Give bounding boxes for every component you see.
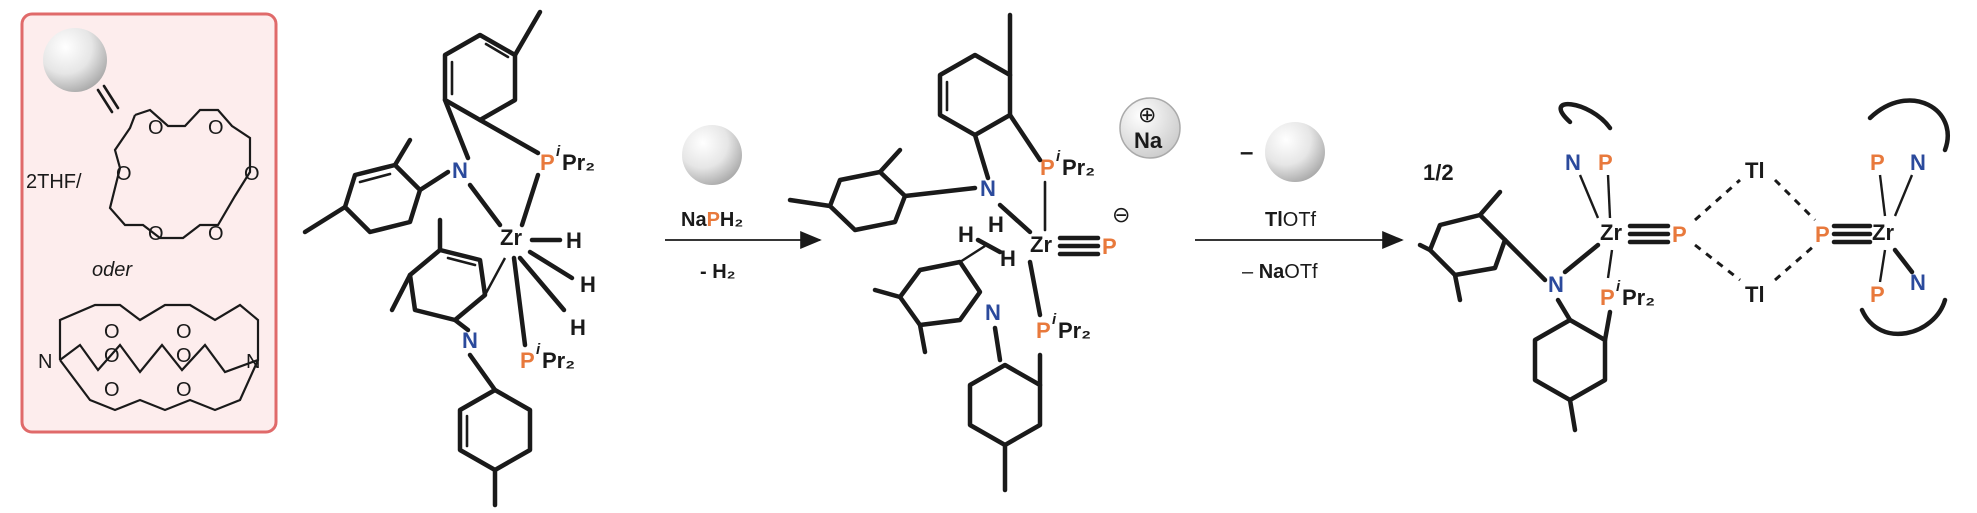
cryptand-222: N N O O O O O O — [38, 303, 260, 412]
phosphorus-atom: P — [1598, 150, 1613, 175]
hydride-atom: H — [570, 315, 586, 340]
nitrogen-atom: N — [462, 328, 478, 353]
phosphorus-atom: P — [520, 348, 535, 373]
crypt-oxygen: O — [176, 321, 192, 343]
zr-phosphide-dimer: 1/2 N P Zr P Tl Tl P Zr P N P N — [1417, 98, 1950, 433]
nitrogen-atom: N — [985, 300, 1001, 325]
reagent-box-frame — [20, 12, 278, 434]
hydride-atom: H — [958, 222, 974, 247]
nitrogen-atom: N — [452, 158, 468, 183]
phosphorus-atom: P — [540, 150, 555, 175]
zirconium-atom: Zr — [1030, 232, 1052, 257]
thallium-atom: Tl — [1745, 158, 1765, 183]
isopropyl-superscript: i — [1052, 311, 1057, 328]
reaction-arrow-1: NaPH₂ - H₂ — [665, 125, 822, 283]
zr-trihydride-complex: N P i Pr₂ Zr H H H N P i Pr₂ — [302, 9, 596, 508]
nitrogen-atom: N — [1910, 270, 1926, 295]
phosphorus-atom: P — [1870, 282, 1885, 307]
nitrogen-atom: N — [980, 176, 996, 201]
minus-charge-icon: ⊖ — [1112, 202, 1130, 227]
zr-phosphide-anion: ⊕ Na N P i Pr₂ Zr P ⊖ H H H N — [787, 12, 1181, 493]
isopropyl-label: Pr₂ — [562, 150, 595, 175]
isopropyl-superscript: i — [536, 341, 541, 358]
phosphorus-atom: P — [1040, 155, 1055, 180]
crypt-oxygen: O — [104, 379, 120, 401]
crown-oxygen: O — [244, 163, 260, 185]
sphere-icon — [1265, 122, 1325, 182]
isopropyl-label: Pr₂ — [1062, 155, 1095, 180]
hydride-atom: H — [1000, 246, 1016, 271]
crown-oxygen: O — [148, 117, 164, 139]
phosphorus-atom: P — [1102, 234, 1117, 259]
crown-ether-18c6: O O O O O O — [108, 108, 260, 245]
thallium-atom: Tl — [1745, 282, 1765, 307]
sodium-label: Na — [1134, 128, 1163, 153]
byproduct-label: – NaOTf — [1242, 261, 1318, 283]
zirconium-atom: Zr — [1600, 220, 1622, 245]
crown-oxygen: O — [208, 223, 224, 245]
zirconium-atom: Zr — [500, 225, 522, 250]
crypt-oxygen: O — [176, 379, 192, 401]
isopropyl-label: Pr₂ — [542, 348, 575, 373]
cryptand-nitrogen: N — [246, 351, 260, 373]
isopropyl-superscript: i — [1056, 148, 1061, 165]
sodium-cation — [1119, 97, 1181, 159]
crown-oxygen: O — [208, 117, 224, 139]
hydride-atom: H — [580, 272, 596, 297]
isopropyl-superscript: i — [556, 143, 561, 160]
crypt-oxygen: O — [176, 345, 192, 367]
isopropyl-label: Pr₂ — [1622, 285, 1655, 310]
phosphorus-atom: P — [1036, 318, 1051, 343]
phosphorus-atom: P — [1672, 222, 1687, 247]
crown-oxygen: O — [148, 223, 164, 245]
cryptand-nitrogen: N — [38, 351, 52, 373]
nitrogen-atom: N — [1565, 150, 1581, 175]
byproduct-label: - H₂ — [700, 261, 736, 283]
solvate-label: 2THF/ — [26, 171, 82, 193]
minus-sign: – — [1240, 139, 1253, 166]
phosphorus-atom: P — [1870, 150, 1885, 175]
nitrogen-atom: N — [1548, 272, 1564, 297]
reagent-label: TlOTf — [1265, 209, 1317, 231]
crypt-oxygen: O — [104, 345, 120, 367]
crown-oxygen: O — [116, 163, 132, 185]
sphere-icon — [43, 28, 107, 92]
phosphorus-atom: P — [1600, 285, 1615, 310]
zirconium-atom: Zr — [1872, 220, 1894, 245]
crypt-oxygen: O — [104, 321, 120, 343]
or-label: oder — [92, 259, 133, 281]
nitrogen-atom: N — [1910, 150, 1926, 175]
hydride-atom: H — [566, 228, 582, 253]
reagent-box: O O O O O O 2THF/ oder N N O O O O O O — [20, 12, 278, 434]
plus-charge-icon: ⊕ — [1138, 102, 1156, 127]
stoichiometry-factor: 1/2 — [1423, 160, 1454, 185]
hydride-atom: H — [988, 212, 1004, 237]
reaction-arrow-2: – TlOTf – NaOTf — [1195, 122, 1404, 283]
isopropyl-label: Pr₂ — [1058, 318, 1091, 343]
sphere-icon — [682, 125, 742, 185]
phosphorus-atom: P — [1815, 222, 1830, 247]
reagent-label: NaPH₂ — [681, 209, 743, 231]
isopropyl-superscript: i — [1616, 278, 1621, 295]
